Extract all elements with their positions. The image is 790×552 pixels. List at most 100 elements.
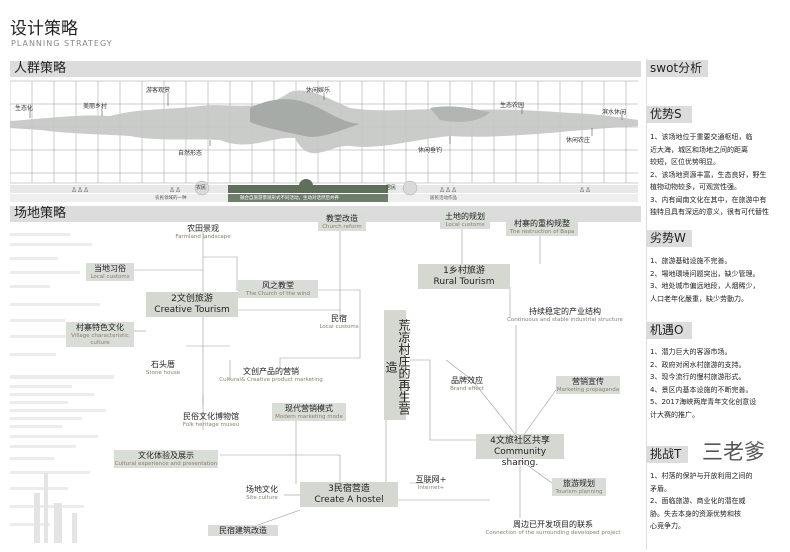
node-zh: 民宿建筑改造 [219,526,267,535]
swot-w-header: 劣势W [646,230,692,247]
swot-s-header: 优势S [646,106,692,123]
swot-item: 独特且具有深远的意义，很有可代替性 [650,208,769,216]
node-zh: 教堂改造 [326,214,358,223]
page-subtitle: PLANNING STRATEGY [11,39,113,48]
center-title: 荒凉村庄的再生营造 [384,310,411,420]
crowd-label: 休闲农庄 [566,137,591,144]
strategy-box-creative-tourism: 2文创旅游 Creative Tourism [146,292,238,317]
swot-item: 2、该场地资源丰富，生态良好，野生 [650,170,767,179]
node-zh: 旅游规划 [563,479,595,488]
crowd-bar-caption: 居民活动作品 [430,196,457,201]
node-en: Brand effect [450,386,484,392]
node-en: Local customs [319,324,359,330]
node-en: Tourism planning [555,489,603,495]
node-en: Stone house [145,370,181,376]
swot-item: 矛盾。 [650,484,671,493]
strategy-box-rural-tourism: 1乡村旅游 Rural Tourism [418,264,510,289]
swot-item: 5、2017海峡两岸青年文化创意设 [650,398,757,406]
swot-item: 2、政府对闲水村旅游的支持。 [650,360,746,369]
swot-t-title: 挑战T [650,447,682,461]
node-zh: 农田景观 [187,224,219,233]
crowd-strategy-title: 人群策略 [14,61,67,76]
swot-title: swot分析 [650,61,703,75]
crowd-strategy-header: 人群策略 [10,61,641,77]
crowd-bar-label: 居民 [386,185,397,191]
city-silhouette-graphic [10,233,114,543]
swot-panel [646,58,787,550]
node-en: The restruction of Bapa [509,229,575,235]
node-zh: 当地习俗 [94,264,126,273]
svg-text:ᐃ ᐃ ᐃ: ᐃ ᐃ ᐃ [440,187,457,194]
svg-text:ᐃ ᐃ: ᐃ ᐃ [580,187,591,194]
node-en: Internet+ [417,485,445,491]
node-zh: 村寨特色文化 [76,323,124,332]
crowd-label: 游客观赏 [146,87,171,94]
box-title-zh: 2文创旅游 [171,294,213,304]
node-en: Modern marketing mode [275,414,343,420]
node-en: The Church of the wind [245,291,310,297]
node-zh: 场地文化 [246,485,278,494]
box-title-en: Creative Tourism [154,305,230,315]
node-en: Local customs [445,222,485,228]
node-zh: 持续稳定的产业结构 [529,307,601,316]
node-zh: 周边已开发项目的联系 [513,520,593,529]
node-en: Cultural& Creative product marketing [219,377,323,383]
box-title-zh: 1乡村旅游 [443,266,485,276]
node-en: Continuous and stable industrial structu… [507,317,623,323]
strategy-box-create-hostel: 3民宿营造 Create A hostel [300,482,398,507]
node-en: Folk heritage museu [182,422,240,428]
swot-item: 1、村落的保护与开放利用之间的 [650,472,753,480]
node-en: Farmland landscape [175,234,231,240]
swot-item: 近大海，城区和场地之间的距离 [650,145,748,154]
swot-s-title: 优势S [650,107,682,121]
crowd-label: 滨水休闲 [602,109,627,116]
swot-item: 2、場地環境问题突出，缺少管理。 [650,269,760,278]
crowd-label: 美丽乡村 [83,103,108,110]
box-title-en: Rural Tourism [433,277,495,287]
swot-item: 心竞争力。 [650,522,685,530]
swot-item: 较短，区位优势明显。 [650,158,720,166]
swot-t-list: 1、村落的保护与开放利用之间的 矛盾。 2、面临旅游、商业化的潜在威 胁。失去本… [650,470,752,533]
box-title-en: Create A hostel [314,495,384,505]
swot-item: 1、该场地位于重要交通枢纽，临 [650,133,753,141]
crowd-landscape-graphic: ᐃ ᐃ ᐃ ᐃ ᐃ ᐃ ᐃ ᐃ ᐃ ᐃ [10,80,638,202]
node-en: Marketing propaganda [556,387,620,393]
swot-w-list: 1、旅游基础设施不完善。 2、場地環境问题突出，缺少管理。 3、地处城市偏远地段… [650,255,759,305]
crowd-label: 休闲娱乐 [306,87,331,94]
node-zh: 风之教堂 [262,281,294,290]
crowd-bar-label: 农民 [196,185,207,191]
swot-item: 3、地处城市偏远地段，人烟稀少， [650,282,760,290]
crowd-bar-caption: 融合自旅游景观形式不同活动，生动对话然后共养 [240,196,339,201]
page-title: 设计策略 [10,19,78,39]
swot-item: 1、旅游基础设施不完善。 [650,257,732,265]
swot-o-title: 机遇O [650,323,684,337]
node-zh: 互联网+ [415,475,447,484]
node-en: Site culture [246,495,278,501]
swot-header: swot分析 [646,60,708,77]
strategy-box-community-sharing: 4文旅社区共享 Community sharing. [476,434,564,468]
swot-item: 植物动物较多，可观赏性强。 [650,183,741,191]
node-zh: 村寨的重构规整 [514,219,570,228]
node-zh: 民宿 [331,314,347,323]
swot-s-list: 1、该场地位于重要交通枢纽，临 近大海，城区和场地之间的距离 较短，区位优势明显… [650,131,769,219]
node-zh: 营销宣传 [572,377,604,386]
box-title-zh: 4文旅社区共享 [490,436,550,446]
crowd-label: 休闲垂钓 [418,147,443,154]
node-en: Local customs [90,274,130,280]
swot-item: 胁。失去本身的资源优势和核 [650,509,741,518]
node-zh: 文化体验及展示 [138,451,194,460]
watermark: 三老爹 [702,440,765,464]
node-en: Cultural experience and presentation [114,461,218,467]
